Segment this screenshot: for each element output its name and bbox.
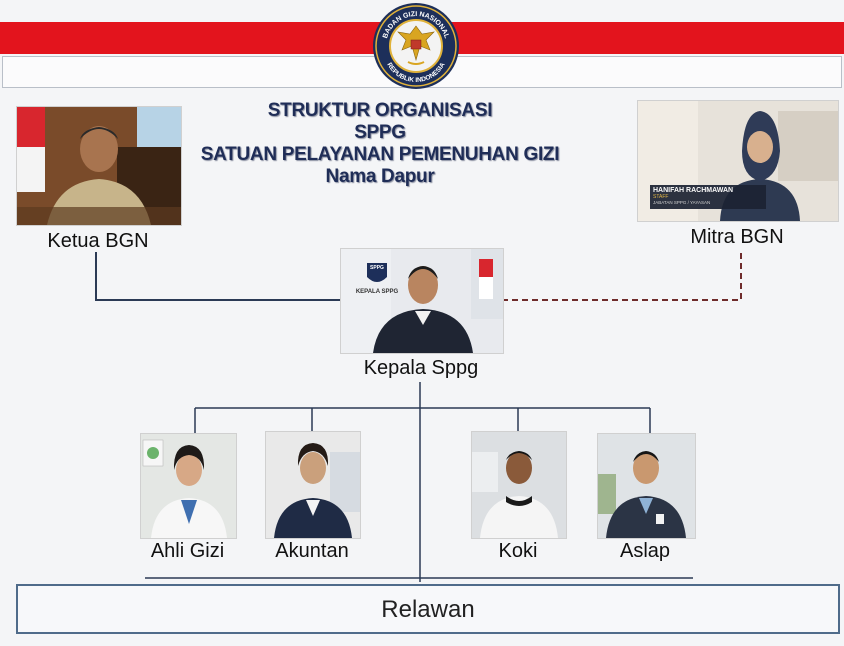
koki-photo (471, 431, 567, 539)
relawan-label: Relawan (381, 596, 475, 623)
koki-label: Koki (498, 540, 538, 562)
kepala-photo-sign: KEPALA SPPG (355, 289, 399, 295)
mitra-caption-role: STAFF (653, 194, 669, 200)
kepala-sppg-photo: SPPG KEPALA SPPG (340, 248, 504, 354)
ahli-gizi-label: Ahli Gizi (150, 540, 225, 562)
connector-ketua-kepala (95, 252, 340, 301)
diagram-title: STRUKTUR ORGANISASI SPPG SATUAN PELAYANA… (180, 100, 580, 188)
title-line-3: SATUAN PELAYANAN PEMENUHAN GIZI (200, 144, 560, 165)
kepala-photo-badge: SPPG (370, 265, 384, 271)
aslap-photo (597, 433, 696, 539)
aslap-label: Aslap (619, 540, 671, 562)
mitra-caption-box: HANIFAH RACHMAWAN STAFF JABATAN SPPG / Y… (650, 185, 766, 209)
mitra-caption-sub: JABATAN SPPG / YAYASAN (653, 200, 711, 205)
akuntan-photo (265, 431, 361, 539)
ketua-bgn-label: Ketua BGN (47, 230, 149, 252)
title-line-4: Nama Dapur (325, 166, 435, 187)
connector-mitra-kepala (502, 250, 742, 301)
akuntan-label: Akuntan (275, 540, 349, 562)
bgn-logo: BADAN GIZI NASIONAL REPUBLIK INDONESIA (373, 3, 459, 89)
connector-staff-drops (194, 408, 651, 433)
ahli-gizi-photo (140, 433, 237, 539)
relawan-box (16, 584, 840, 634)
mitra-caption-name: HANIFAH RACHMAWAN (653, 187, 734, 194)
mitra-bgn-label: Mitra BGN (690, 226, 784, 248)
title-line-1: STRUKTUR ORGANISASI (267, 100, 493, 121)
kepala-sppg-label: Kepala Sppg (363, 357, 479, 379)
title-line-2: SPPG (354, 122, 406, 143)
ketua-bgn-photo (16, 106, 182, 226)
mitra-bgn-photo: HANIFAH RACHMAWAN STAFF JABATAN SPPG / Y… (637, 100, 839, 222)
